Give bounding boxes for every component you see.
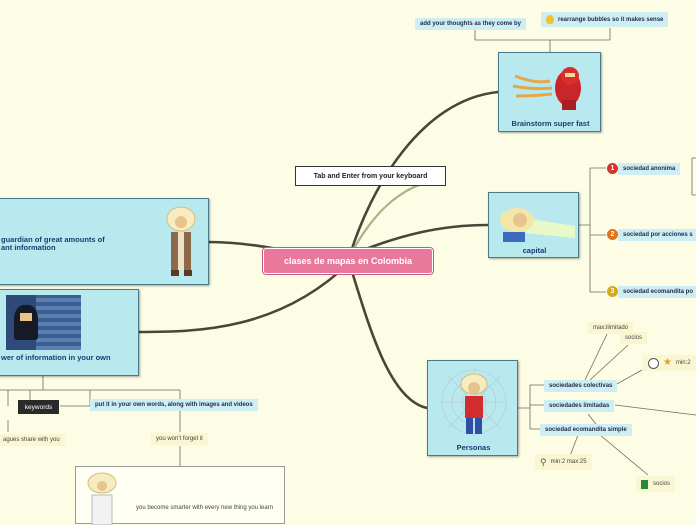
branch-brainstorm: [348, 90, 500, 257]
power-title: wer of information in your own: [1, 353, 111, 362]
colleagues-node[interactable]: agues share with you: [0, 434, 65, 446]
superhero-image: [512, 67, 581, 110]
personas-card[interactable]: Personas: [427, 360, 518, 456]
personas-title: Personas: [456, 443, 491, 452]
min-max-label: min:2 max:25: [550, 459, 587, 465]
brainstorm-title: Brainstorm super fast: [511, 119, 590, 128]
capital-child-1-number: 1: [607, 163, 618, 174]
scientist-image: [87, 472, 117, 525]
max-ilimitado-node[interactable]: max:ilimitado: [588, 322, 634, 334]
brainstorm-child-rearrange[interactable]: rearrange bubbles so it makes sense: [541, 12, 669, 27]
min2-right-node[interactable]: ★ min:2: [643, 355, 696, 371]
personas-child-limitadas[interactable]: sociedades limitadas: [544, 400, 615, 412]
socios-bottom-label: socios: [653, 481, 671, 487]
capital-child-1[interactable]: sociedad anonima: [618, 163, 681, 175]
capital-title: capital: [522, 246, 547, 255]
keywords-node[interactable]: keywords: [18, 400, 59, 414]
central-topic-label: clases de mapas en Colombia: [283, 256, 413, 266]
personas-child-colectivas[interactable]: sociedades colectivas: [544, 380, 618, 392]
central-topic[interactable]: clases de mapas en Colombia: [263, 248, 433, 274]
capital-card[interactable]: capital: [488, 192, 579, 258]
tab-enter-node[interactable]: Tab and Enter from your keyboard: [295, 166, 446, 186]
smarter-label: you become smarter with every new thing …: [136, 505, 274, 511]
spider-hero-image: [440, 368, 508, 436]
min2-right-label: min:2: [675, 360, 691, 366]
own-words-node[interactable]: put it in your own words, along with ima…: [90, 399, 258, 411]
power-card[interactable]: wer of information in your own: [0, 289, 139, 376]
branch-personas: [348, 263, 429, 410]
brainstorm-child-rearrange-label: rearrange bubbles so it makes sense: [558, 16, 664, 23]
socios-top-node[interactable]: socios: [620, 332, 648, 344]
lightbulb-icon: [546, 15, 554, 24]
capital-child-3[interactable]: sociedad ecomandita po: [618, 286, 696, 298]
star-icon: ★: [663, 357, 672, 368]
forget-node[interactable]: you won't forget it: [151, 433, 208, 445]
wizard-image: [166, 206, 196, 276]
tab-enter-label: Tab and Enter from your keyboard: [313, 172, 428, 180]
capital-child-2[interactable]: sociedad por acciones s: [618, 229, 696, 241]
guardian-card[interactable]: guardian of great amounts of ant informa…: [0, 198, 209, 285]
guardian-title-line1: guardian of great amounts of: [1, 235, 105, 244]
capital-child-2-number: 2: [607, 229, 618, 240]
brainstorm-child-thoughts[interactable]: add your thoughts as they come by: [415, 18, 527, 30]
magnifier-icon: ⚲: [540, 456, 547, 467]
personas-child-ecomandita[interactable]: sociedad ecomandita simple: [540, 424, 632, 436]
document-icon: [641, 479, 648, 489]
spy-image: [6, 295, 81, 350]
smarter-node[interactable]: you become smarter with every new thing …: [75, 466, 285, 525]
capital-child-3-number: 3: [607, 286, 618, 297]
socios-bottom-node[interactable]: socios: [636, 476, 676, 492]
guardian-title-line2: ant information: [1, 243, 56, 252]
clock-icon: [648, 357, 659, 369]
flying-hero-image: [500, 208, 575, 242]
keywords-label: keywords: [24, 403, 53, 411]
brainstorm-card[interactable]: Brainstorm super fast: [498, 52, 601, 132]
min-max-node[interactable]: ⚲ min:2 max:25: [535, 454, 592, 470]
branch-power: [136, 260, 352, 334]
